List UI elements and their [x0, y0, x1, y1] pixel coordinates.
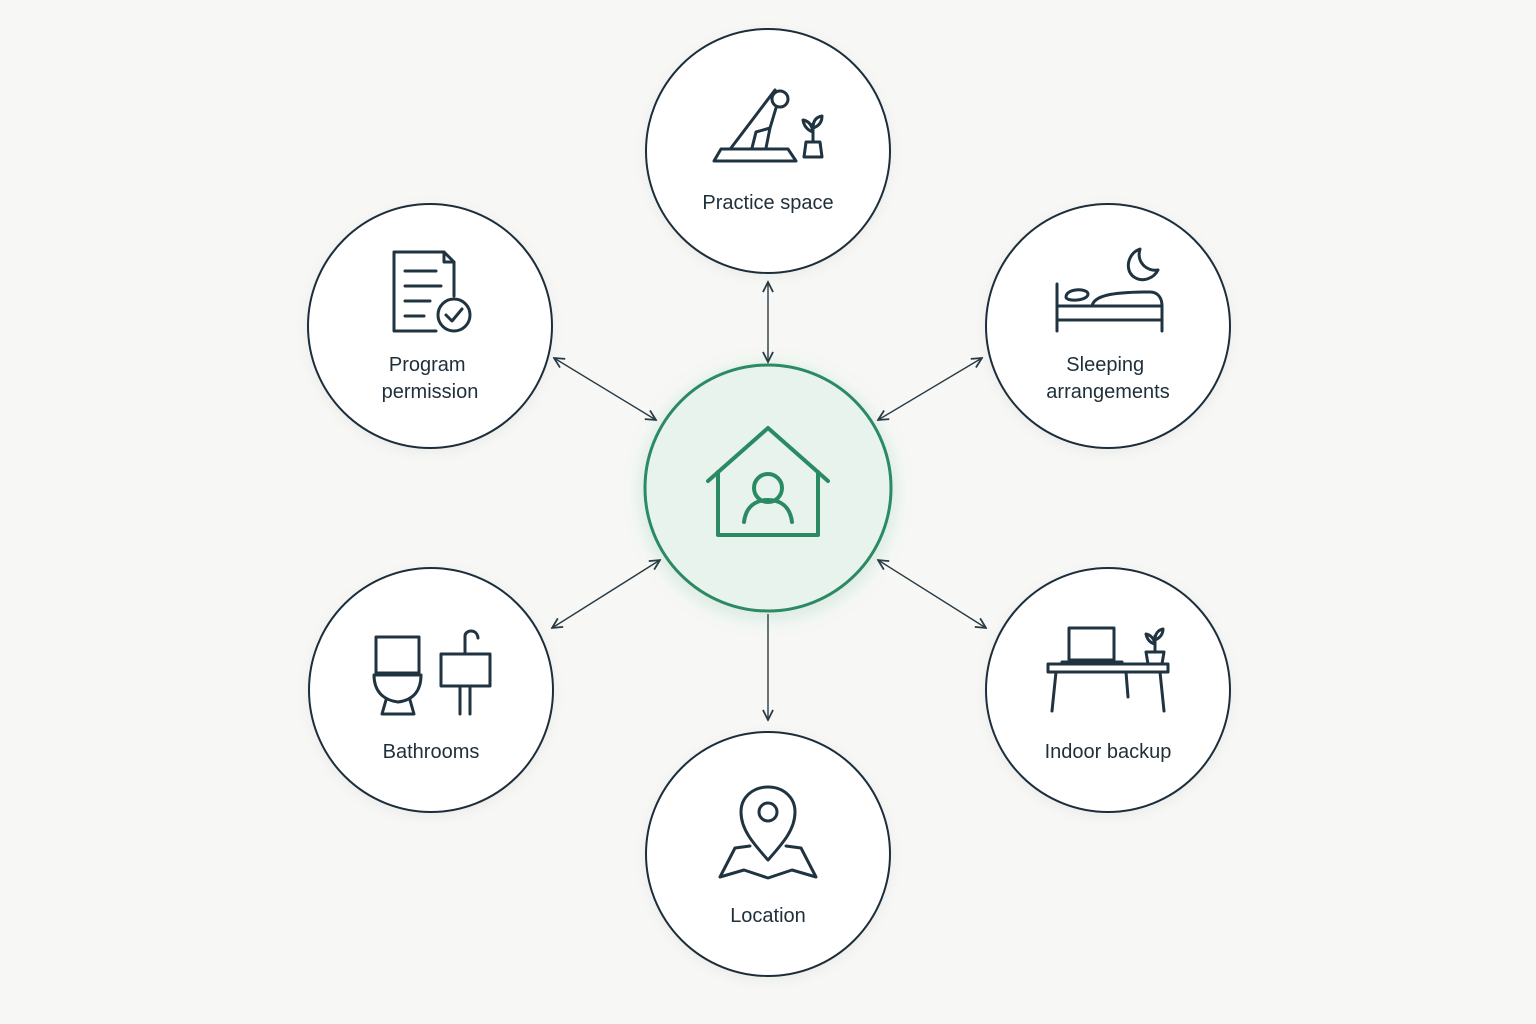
connector-bathrooms	[552, 560, 660, 628]
node-label-line: Location	[730, 905, 806, 927]
connector-sleeping-arrangements	[878, 358, 982, 420]
node-label-line: Practice space	[702, 192, 833, 214]
yoga-pose-icon	[712, 88, 824, 163]
svg-text:Bathrooms: Bathrooms	[383, 741, 480, 763]
document-check-icon	[392, 250, 472, 333]
node-label-line: Indoor backup	[1045, 741, 1172, 763]
connectors	[552, 282, 986, 720]
svg-text:Practice space: Practice space	[702, 192, 833, 214]
svg-text:Program permission: Program permission	[382, 354, 479, 403]
node-label-line: permission	[382, 381, 479, 403]
node-circle	[307, 203, 553, 449]
node-indoor-backup: Indoor backup	[985, 567, 1231, 813]
node-label-line: Program	[389, 354, 466, 376]
node-practice-space: Practice space	[645, 28, 891, 274]
node-circle	[985, 567, 1231, 813]
bed-moon-icon	[1055, 247, 1164, 333]
node-location: Location	[645, 731, 891, 977]
node-label-line: Bathrooms	[383, 741, 480, 763]
svg-text:Indoor backup: Indoor backup	[1045, 741, 1172, 763]
node-label-line: arrangements	[1046, 381, 1169, 403]
map-pin-icon	[718, 785, 818, 880]
svg-text:Location: Location	[730, 905, 806, 927]
hub-node	[643, 363, 893, 613]
node-circle	[308, 567, 554, 813]
node-circle	[645, 28, 891, 274]
node-bathrooms: Bathrooms	[308, 567, 554, 813]
svg-text:Sleeping arrangements: Sleeping arrangements	[1046, 354, 1169, 403]
node-sleeping-arrangements: Sleeping arrangements	[985, 203, 1231, 449]
toilet-sink-icon	[372, 629, 492, 716]
node-circle	[985, 203, 1231, 449]
hub-circle	[643, 363, 893, 613]
connector-indoor-backup	[878, 560, 986, 628]
desk-laptop-icon	[1046, 626, 1170, 713]
home-person-icon	[706, 426, 830, 537]
node-program-permission: Program permission	[307, 203, 553, 449]
connector-program-permission	[554, 358, 656, 420]
node-label-line: Sleeping	[1066, 354, 1144, 376]
node-circle	[645, 731, 891, 977]
